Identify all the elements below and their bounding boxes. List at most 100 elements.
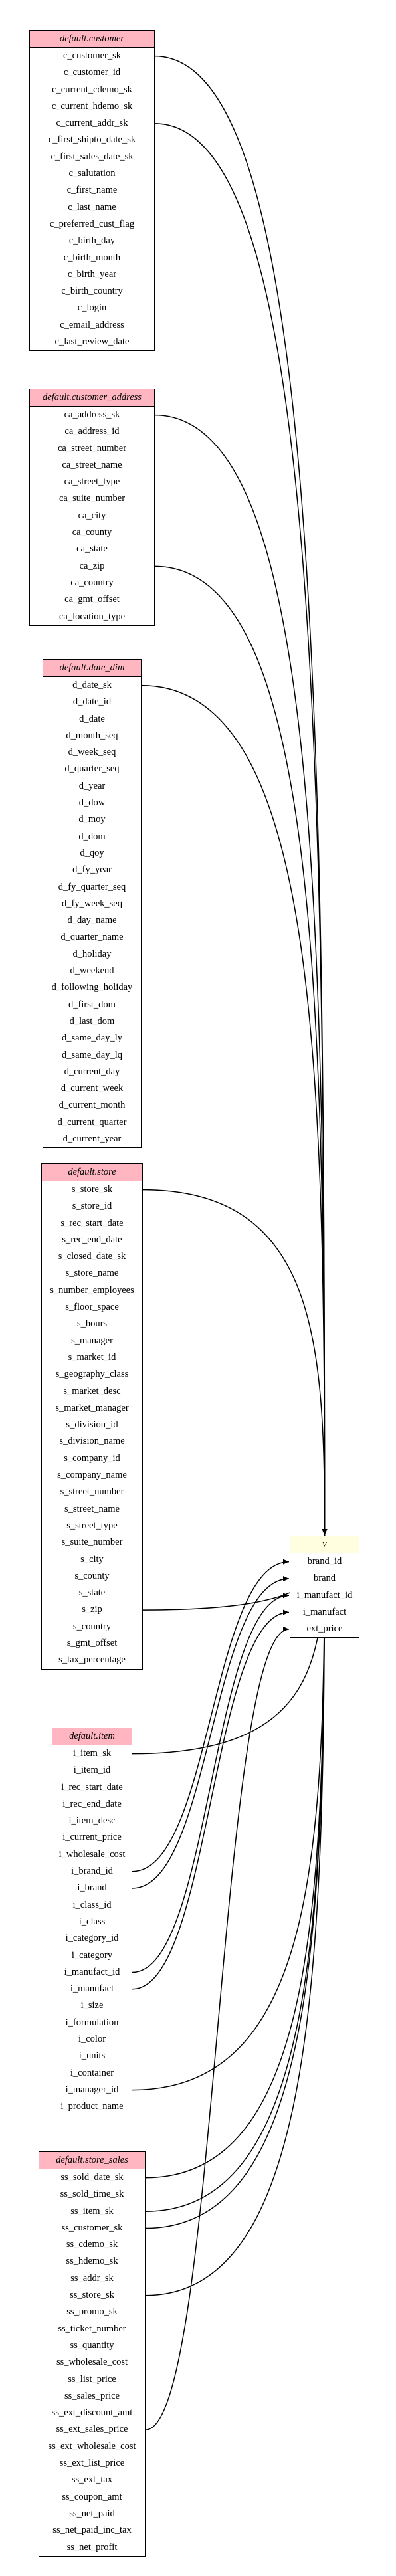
column-row: d_moy bbox=[78, 814, 106, 825]
column-row: s_division_id bbox=[66, 1419, 118, 1431]
column-row: d_date bbox=[79, 713, 105, 724]
table-item: default.item i_item_sk i_item_id i_rec_sta… bbox=[52, 1728, 132, 2116]
column-row: s_market_desc bbox=[63, 1385, 121, 1397]
column-row: s_floor_space bbox=[65, 1302, 119, 1313]
column-row: s_store_sk bbox=[71, 1184, 113, 1195]
column-row: d_month_seq bbox=[66, 730, 118, 741]
column-row: ca_address_sk bbox=[64, 409, 120, 420]
column-row: i_class bbox=[78, 1916, 106, 1927]
edge-arrow bbox=[141, 684, 328, 1536]
column-row: ca_address_id bbox=[64, 426, 120, 437]
column-row: s_street_number bbox=[60, 1486, 124, 1498]
column-row: ca_state bbox=[76, 544, 108, 555]
table-title: v bbox=[290, 1536, 359, 1553]
column-row: i_item_sk bbox=[72, 1748, 112, 1759]
column-row: c_birth_year bbox=[67, 268, 117, 280]
column-row: s_company_name bbox=[57, 1470, 127, 1481]
edge-arrow bbox=[145, 1534, 328, 2296]
column-row: i_color bbox=[78, 2034, 106, 2045]
column-row: d_holiday bbox=[72, 948, 112, 959]
column-row: ss_store_sk bbox=[70, 2290, 114, 2301]
column-row: s_market_manager bbox=[55, 1402, 129, 1413]
column-row: d_fy_week_seq bbox=[61, 898, 122, 909]
column-row: s_county bbox=[74, 1570, 110, 1581]
column-row: c_current_hdemo_sk bbox=[51, 100, 133, 112]
column-row: s_gmt_offset bbox=[66, 1638, 118, 1649]
column-row: i_current_price bbox=[62, 1832, 122, 1843]
table-customer: default.customer c_customer_sk c_customer… bbox=[29, 30, 155, 351]
column-row: ca_street_number bbox=[57, 443, 127, 454]
column-row: d_quarter_name bbox=[60, 932, 124, 943]
column-row: c_salutation bbox=[68, 168, 116, 179]
column-row: c_birth_country bbox=[61, 286, 123, 297]
table-title: default.date_dim bbox=[43, 660, 141, 677]
edge-arrow bbox=[132, 1593, 290, 1973]
column-row: d_current_week bbox=[60, 1083, 124, 1094]
column-row: s_geography_class bbox=[55, 1369, 129, 1380]
column-row: d_qoy bbox=[80, 847, 104, 858]
column-row: c_birth_day bbox=[68, 235, 116, 247]
column-row: i_rec_start_date bbox=[61, 1781, 123, 1793]
column-row: s_street_name bbox=[64, 1503, 120, 1514]
column-row: i_brand bbox=[77, 1882, 107, 1894]
column-row: ss_net_paid_inc_tax bbox=[52, 2525, 132, 2536]
column-row: d_current_quarter bbox=[57, 1116, 127, 1128]
column-row: i_manufact_id bbox=[296, 1589, 353, 1601]
column-row: c_last_review_date bbox=[54, 336, 130, 347]
column-row: ss_item_sk bbox=[70, 2205, 114, 2217]
column-row: ss_customer_sk bbox=[61, 2222, 123, 2233]
edge-arrow bbox=[145, 1626, 290, 2430]
column-row: d_first_dom bbox=[68, 999, 116, 1010]
column-row: d_following_holiday bbox=[51, 982, 133, 993]
column-row: c_first_name bbox=[66, 185, 118, 196]
edge-arrow bbox=[154, 123, 328, 1536]
table-title: default.item bbox=[52, 1728, 132, 1745]
edge-arrow bbox=[132, 1559, 290, 1872]
column-row: d_fy_year bbox=[72, 864, 112, 876]
edge-arrow bbox=[142, 1189, 328, 1536]
column-row: d_week_seq bbox=[68, 747, 116, 758]
table-title: default.customer bbox=[30, 31, 154, 48]
column-row: i_manufact_id bbox=[64, 1966, 120, 1977]
column-row: ca_county bbox=[72, 527, 112, 538]
column-row: s_closed_date_sk bbox=[58, 1251, 126, 1262]
column-row: ss_ext_list_price bbox=[59, 2458, 125, 2469]
column-row: ss_promo_sk bbox=[66, 2306, 118, 2318]
edge-arrow bbox=[154, 565, 328, 1536]
column-row: d_year bbox=[78, 780, 106, 791]
column-row: ss_net_profit bbox=[66, 2541, 118, 2553]
table-title: default.customer_address bbox=[30, 389, 154, 407]
column-row: ss_wholesale_cost bbox=[56, 2357, 128, 2368]
column-row: d_fy_quarter_seq bbox=[58, 881, 126, 892]
column-row: i_formulation bbox=[65, 2017, 119, 2028]
column-row: s_city bbox=[80, 1553, 104, 1565]
column-row: s_number_employees bbox=[50, 1284, 134, 1296]
column-row: c_birth_month bbox=[63, 252, 121, 263]
column-row: c_current_addr_sk bbox=[56, 118, 128, 129]
column-row: ss_ext_tax bbox=[71, 2474, 113, 2486]
column-row: c_customer_id bbox=[63, 67, 121, 78]
column-row: ss_addr_sk bbox=[70, 2272, 114, 2284]
column-row: ca_city bbox=[78, 510, 106, 521]
column-row: c_first_sales_date_sk bbox=[50, 151, 134, 162]
column-row: ss_sold_date_sk bbox=[60, 2172, 124, 2183]
column-row: c_preferred_cust_flag bbox=[49, 218, 135, 229]
column-row: c_customer_sk bbox=[63, 50, 121, 61]
column-row: ss_hdemo_sk bbox=[66, 2256, 118, 2267]
column-row: ss_cdemo_sk bbox=[66, 2239, 118, 2250]
column-row: i_product_name bbox=[60, 2101, 124, 2112]
column-row: s_street_type bbox=[66, 1520, 118, 1531]
column-row: i_container bbox=[70, 2067, 114, 2078]
column-row: ss_ticket_number bbox=[58, 2323, 126, 2334]
column-row: c_first_shipto_date_sk bbox=[48, 134, 136, 146]
column-row: i_item_id bbox=[73, 1765, 111, 1776]
column-row: d_dom bbox=[78, 831, 106, 842]
column-row: s_zip bbox=[82, 1604, 102, 1615]
column-row: d_date_id bbox=[72, 696, 112, 708]
column-row: brand bbox=[313, 1573, 336, 1584]
column-row: s_suite_number bbox=[61, 1537, 123, 1548]
